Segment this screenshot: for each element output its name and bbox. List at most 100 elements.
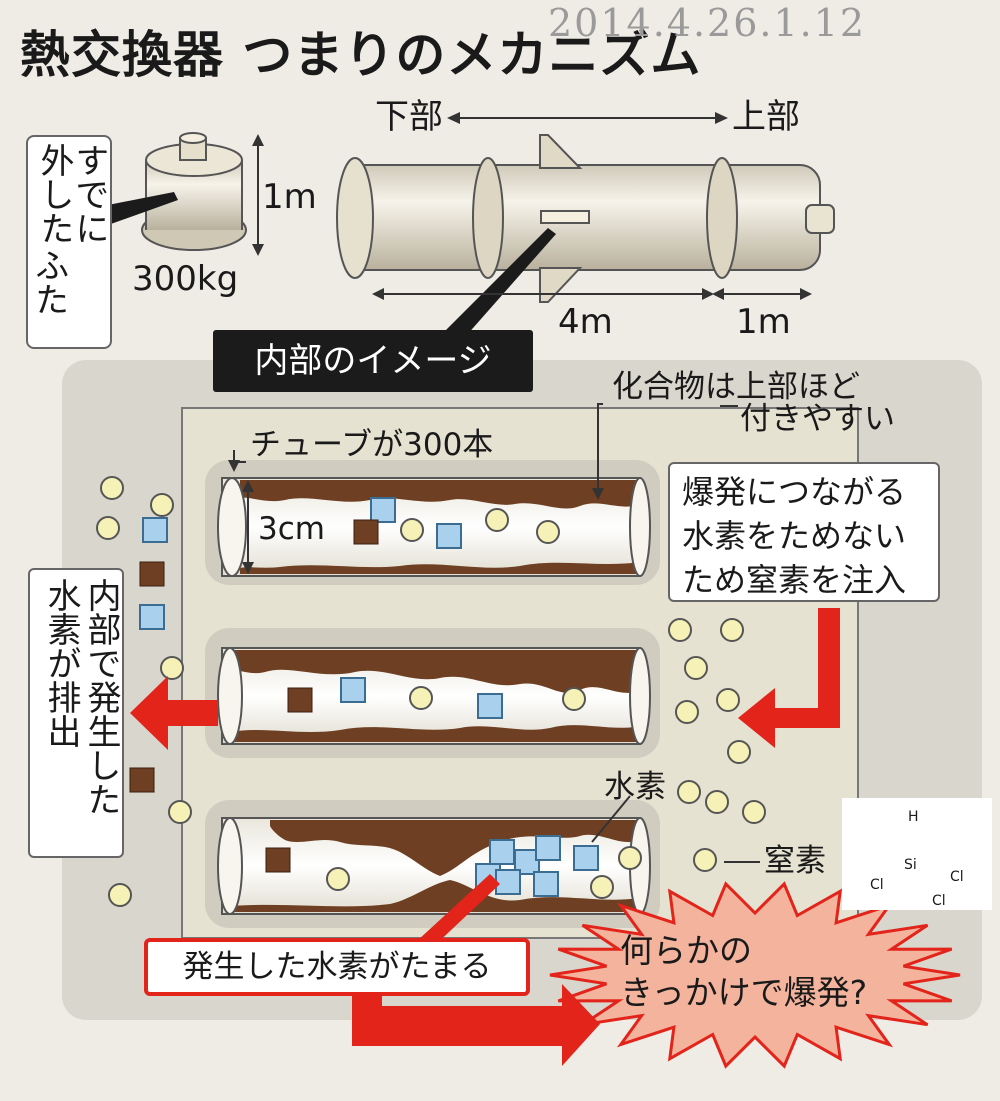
tube-2-deposit-bottom (230, 725, 640, 742)
nitrogen-particle (168, 800, 192, 824)
atom-h: H (908, 809, 919, 825)
heat-exchanger-overview (336, 112, 835, 345)
nitrogen-particle (693, 848, 717, 872)
tube-3-deposit-bottom (230, 880, 640, 912)
accumulate-pointer (418, 874, 500, 948)
shell-flange-2 (706, 157, 738, 279)
atom-cl-left: Cl (870, 877, 884, 893)
compound-particle (139, 561, 165, 587)
explosion-burst (549, 881, 961, 1069)
upper-label: 上部 (732, 97, 800, 137)
hydrogen-particle (370, 497, 396, 523)
lid-caption-col-1: すでに (69, 143, 109, 245)
hydrogen-particle (533, 871, 559, 897)
tubes-count-label: チューブが300本 (250, 427, 494, 463)
lid-caption-col-2: 外した (34, 143, 74, 245)
nitrogen-particle (590, 875, 614, 899)
explosion-text-line-1: 何らかの (620, 931, 752, 970)
hydrogen-particle (573, 845, 599, 871)
nitrogen-particle (150, 493, 174, 517)
hydrogen-exhaust-col-2: 水素が排出 (41, 578, 81, 748)
hydrogen-label: 水素 (604, 769, 666, 805)
atom-cl-bottom: Cl (932, 893, 946, 909)
tube-2-deposit-top (230, 650, 640, 693)
lid-height-label: 1m (262, 177, 317, 217)
nitrogen-particle (675, 700, 699, 724)
nitrogen-particle (108, 883, 132, 907)
compound-label-line-1: 化合物は上部ほど (612, 369, 860, 405)
compound-label-line-2: 付きやすい (740, 401, 895, 437)
hydrogen-accumulate-box: 発生した水素がたまる (144, 938, 530, 996)
compound-particle (129, 767, 155, 793)
direction-arrow-right (715, 112, 728, 124)
tube-1-deposit-bottom (240, 562, 640, 574)
hydrogen-particle (489, 839, 515, 865)
interior-pointer (440, 228, 556, 345)
nitrogen-purpose-box: 爆発につながる 水素をためない ため窒素を注入 (668, 462, 940, 602)
hydrogen-particle (535, 835, 561, 861)
atom-si: Si (904, 857, 917, 873)
inner-marker (540, 210, 590, 224)
hydrogen-particle (477, 693, 503, 719)
support-fin-top (539, 134, 583, 169)
nitrogen-purpose-line-3: ため窒素を注入 (682, 561, 907, 599)
compound-particle (287, 687, 313, 713)
explosion-arrow (352, 984, 600, 1066)
nitrogen-particle (677, 780, 701, 804)
nitrogen-particle (668, 618, 692, 642)
nitrogen-particle (720, 618, 744, 642)
shell-end-flange (336, 157, 374, 279)
nitrogen-particle (727, 740, 751, 764)
length-main-label: 4m (558, 302, 613, 342)
lid-pointer (108, 192, 178, 225)
nitrogen-particle (684, 656, 708, 680)
nitrogen-label: 窒素 (764, 843, 826, 879)
diagram-title: 熱交換器 つまりのメカニズム (20, 26, 702, 84)
hydrogen-particle (142, 517, 168, 543)
nitrogen-purpose-line-1: 爆発につながる (682, 473, 907, 511)
nitrogen-particle (160, 656, 184, 680)
support-fin-bottom (539, 267, 583, 303)
hydrogen-particle (139, 604, 165, 630)
removed-lid (108, 132, 264, 256)
nitrogen-particle (742, 800, 766, 824)
tube-3-deposit-top (270, 820, 640, 876)
nitrogen-particle (705, 790, 729, 814)
top-nozzle (805, 204, 835, 234)
atom-cl-right: Cl (950, 869, 964, 885)
hydrogen-leader (591, 795, 631, 843)
nitrogen-particle (400, 518, 424, 542)
lid-caption-box: すでに 外した (26, 135, 112, 349)
tube-2 (205, 628, 660, 758)
handwritten-date: 2014.4.26.1.12 (548, 1, 867, 45)
particles (96, 476, 766, 907)
tube-diameter-label: 3cm (258, 511, 325, 547)
length-top-label: 1m (736, 302, 791, 342)
nitrogen-particle (618, 846, 642, 870)
nitrogen-particle (96, 516, 120, 540)
shell-flange-1 (472, 157, 504, 279)
nitrogen-particle (562, 687, 586, 711)
nitrogen-particle (536, 520, 560, 544)
hydrogen-exhaust-col-1: 内部で発生した (81, 578, 121, 816)
hydrogen-particle (436, 523, 462, 549)
molecule-box: H Si Cl Cl Cl (842, 798, 992, 910)
nitrogen-injection-arrow (738, 608, 840, 748)
hydrogen-particle (340, 677, 366, 703)
tube-3 (205, 800, 660, 928)
hydrogen-particle (495, 869, 521, 895)
tube-1-deposit-top (240, 480, 640, 509)
direction-arrow-left (447, 112, 460, 124)
tube-1 (205, 460, 660, 585)
lid-weight-label: 300kg (132, 259, 239, 299)
lid-caption-col-3: ふた (28, 248, 69, 316)
interior-image-label: 内部のイメージ (213, 330, 533, 392)
explosion-text-line-2: きっかけで爆発? (620, 973, 868, 1012)
hydrogen-exhaust-box: 内部で発生した 水素が排出 (28, 568, 124, 858)
nitrogen-particle (326, 867, 350, 891)
hydrogen-exhaust-arrow (130, 676, 218, 750)
explosion-text: 何らかの きっかけで爆発? (620, 930, 880, 1014)
compound-particle (353, 519, 379, 545)
compound-particle (265, 847, 291, 873)
